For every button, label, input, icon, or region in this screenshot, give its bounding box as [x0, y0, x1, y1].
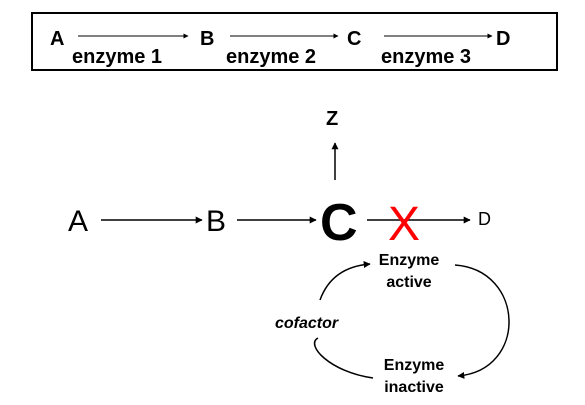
top-enzyme-3-label: enzyme 3: [381, 46, 471, 68]
enzyme-inactive-line1: Enzyme: [384, 357, 445, 374]
top-pathway-border: [31, 12, 558, 71]
top-pathway-box: A enzyme 1 B enzyme 2 C enzyme 3 D: [31, 12, 558, 71]
top-node-b: B: [200, 28, 214, 50]
node-d: D: [478, 209, 491, 229]
top-node-c: C: [347, 28, 361, 50]
arrow-inactive-to-cofactor: [313, 337, 374, 379]
node-a: A: [68, 205, 88, 238]
top-enzyme-2-label: enzyme 2: [226, 46, 316, 68]
top-node-a: A: [50, 28, 64, 50]
cofactor-label: cofactor: [275, 315, 339, 332]
node-b: B: [206, 205, 226, 238]
enzyme-active-line2: active: [386, 274, 431, 291]
block-mark: X: [388, 198, 420, 251]
node-c: C: [320, 194, 358, 252]
node-z: Z: [326, 108, 338, 130]
main-pathway: A B C Z D X: [68, 108, 491, 252]
top-node-d: D: [496, 28, 510, 50]
top-enzyme-1-label: enzyme 1: [72, 46, 162, 68]
enzyme-active-line1: Enzyme: [379, 252, 440, 269]
enzyme-inactive-line2: inactive: [384, 379, 444, 396]
arrow-active-to-inactive: [454, 264, 510, 379]
arrow-cofactor-to-active: [319, 261, 371, 301]
regulation-cycle: Enzyme active Enzyme inactive cofactor: [275, 252, 510, 396]
